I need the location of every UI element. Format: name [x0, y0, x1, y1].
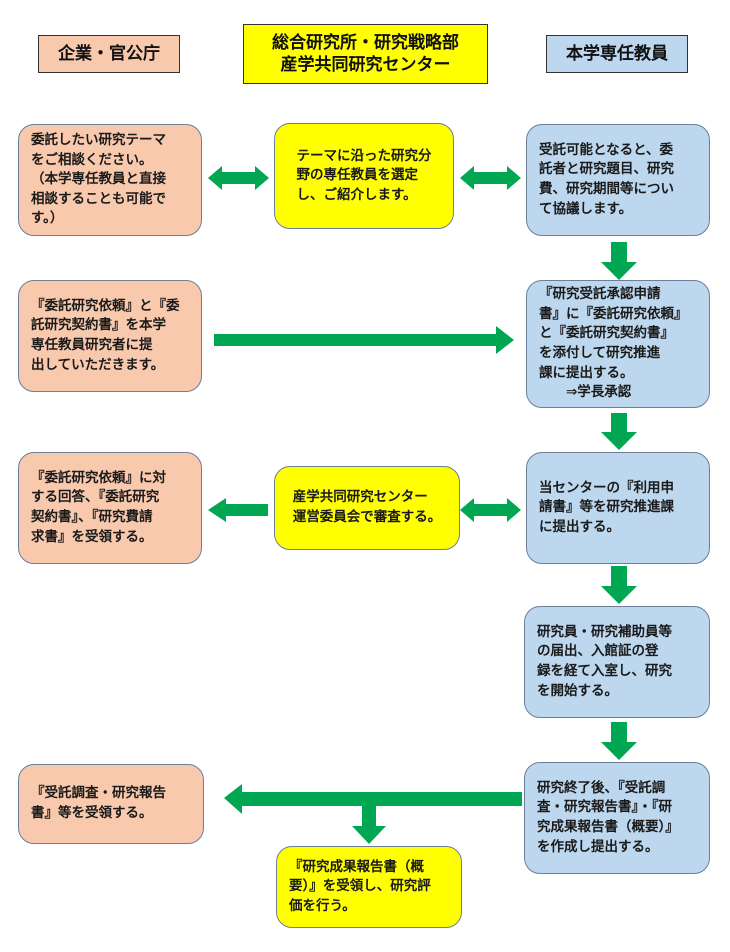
- step-receive-report-text: 『受託調査・研究報告 書』等を受領する。: [31, 785, 166, 821]
- arrow-r2-right: [214, 326, 514, 354]
- step-usage-application-text: 当センターの『利用申 請書』等を研究推進課 に提出する。: [539, 479, 674, 535]
- step-select-faculty-text: テーマに沿った研究分 野の専任教員を選定 し、ご紹介します。: [296, 147, 432, 203]
- header-company-label: 企業・官公庁: [58, 43, 160, 64]
- header-center: 総合研究所・研究戦略部 産学共同研究センター: [243, 24, 488, 84]
- arrow-r1-mid-right: [460, 166, 521, 190]
- step-committee-review-text: 産学共同研究センター 運営委員会で審査する。: [292, 489, 442, 525]
- arrow-r3-double: [460, 498, 521, 522]
- step-negotiate-text: 受託可能となると、委 託者と研究題目、研究 費、研究期間等につい て協議します。: [539, 141, 674, 217]
- step-evaluate: 『研究成果報告書（概 要）』を受領し、研究評 価を行う。: [276, 846, 462, 928]
- arrow-r1-left-mid: [208, 166, 269, 190]
- step-start-research-text: 研究員・研究補助員等 の届出、入館証の登 録を経て入室し、研究 を開始する。: [537, 623, 672, 699]
- arrow-r5-left: [224, 784, 522, 814]
- step-submit-report-text: 研究終了後、『受託調 査・研究報告書』・『研 究成果報告書（概要）』 を作成し提…: [537, 779, 679, 855]
- header-center-label: 総合研究所・研究戦略部 産学共同研究センター: [272, 32, 459, 75]
- arrow-down-2: [601, 413, 637, 450]
- step-submit-request-text: 『委託研究依頼』と『委 託研究契約書』を本学 専任教員研究者に提 出していただき…: [31, 297, 180, 373]
- step-negotiate: 受託可能となると、委 託者と研究題目、研究 費、研究期間等につい て協議します。: [526, 124, 710, 236]
- arrow-r3-left: [208, 498, 268, 522]
- header-company: 企業・官公庁: [38, 35, 180, 73]
- step-select-faculty: テーマに沿った研究分 野の専任教員を選定 し、ご紹介します。: [274, 123, 454, 229]
- step-consult: 委託したい研究テーマ をご相談ください。 （本学専任教員と直接 相談することも可…: [18, 124, 202, 236]
- step-committee-review: 産学共同研究センター 運営委員会で審査する。: [274, 466, 460, 550]
- step-consult-text: 委託したい研究テーマ をご相談ください。 （本学専任教員と直接 相談することも可…: [31, 132, 166, 227]
- arrow-down-final: [352, 806, 386, 844]
- arrow-down-1: [601, 242, 637, 280]
- step-start-research: 研究員・研究補助員等 の届出、入館証の登 録を経て入室し、研究 を開始する。: [524, 606, 710, 718]
- header-faculty-label: 本学専任教員: [566, 43, 668, 64]
- step-evaluate-text: 『研究成果報告書（概 要）』を受領し、研究評 価を行う。: [289, 858, 431, 914]
- step-approval-application-text: 『研究受託承認申請 書』に『委託研究依頼』 と『委託研究契約書』 を添付して研究…: [539, 286, 688, 401]
- arrow-down-4: [601, 722, 637, 760]
- step-receive-report: 『受託調査・研究報告 書』等を受領する。: [18, 764, 204, 844]
- step-submit-request: 『委託研究依頼』と『委 託研究契約書』を本学 専任教員研究者に提 出していただき…: [18, 280, 202, 392]
- step-submit-report: 研究終了後、『受託調 査・研究報告書』・『研 究成果報告書（概要）』 を作成し提…: [524, 762, 710, 874]
- step-approval-application: 『研究受託承認申請 書』に『委託研究依頼』 と『委託研究契約書』 を添付して研究…: [526, 280, 710, 408]
- step-usage-application: 当センターの『利用申 請書』等を研究推進課 に提出する。: [526, 452, 710, 564]
- header-faculty: 本学専任教員: [546, 35, 688, 73]
- step-receive-contract-text: 『委託研究依頼』に対 する回答、『委託研究 契約書』、『研究費請 求書』を受領す…: [31, 469, 166, 545]
- arrow-down-3: [601, 566, 637, 604]
- step-receive-contract: 『委託研究依頼』に対 する回答、『委託研究 契約書』、『研究費請 求書』を受領す…: [18, 452, 202, 564]
